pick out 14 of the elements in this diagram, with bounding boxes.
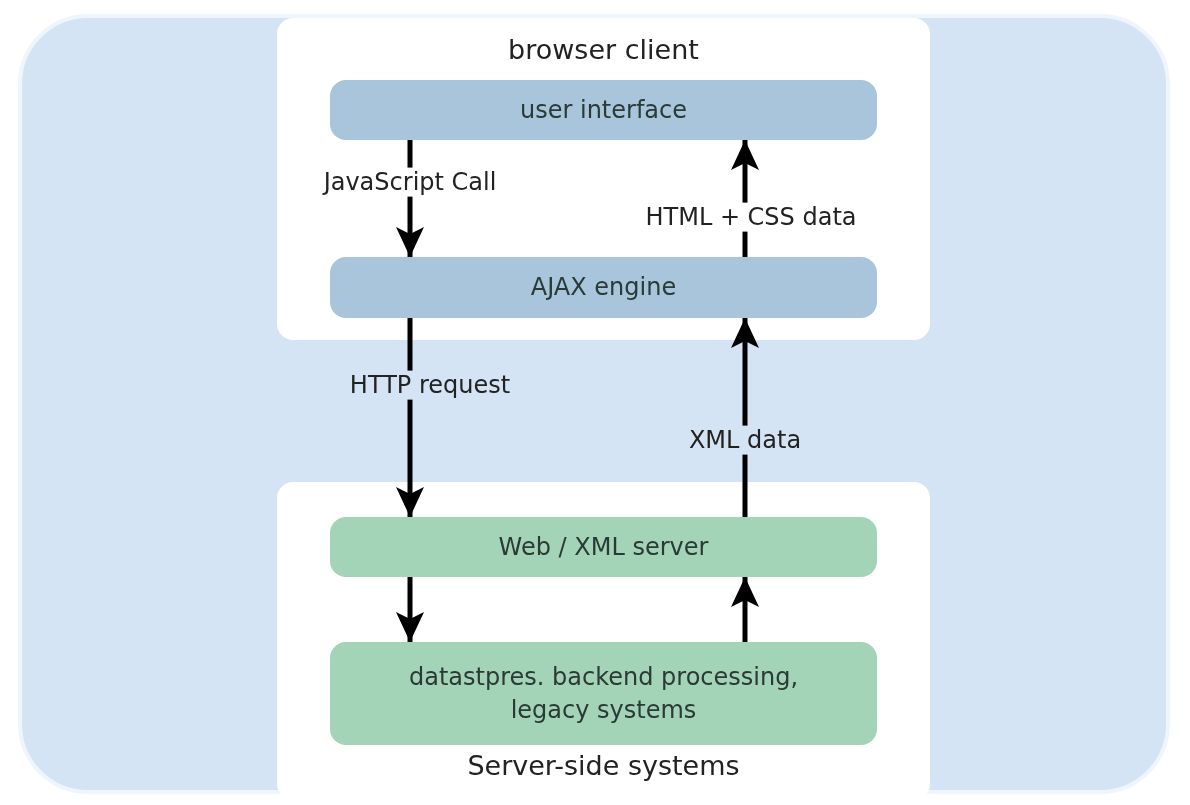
arrow [731,318,759,517]
process-box [330,517,877,577]
process-box [330,642,877,745]
box-label: datastpres. backend processing, legacy systems [407,662,800,726]
arrow [396,577,424,642]
box-label: Web / XML server [498,531,709,563]
group-heading: browser client [508,33,699,67]
process-box [330,80,877,140]
group-heading: Server-side systems [467,748,740,783]
box-label: user interface [520,94,687,126]
arrow [731,577,759,642]
box-label: AJAX engine [530,272,677,304]
process-box [330,257,877,318]
group-panel [277,18,930,340]
